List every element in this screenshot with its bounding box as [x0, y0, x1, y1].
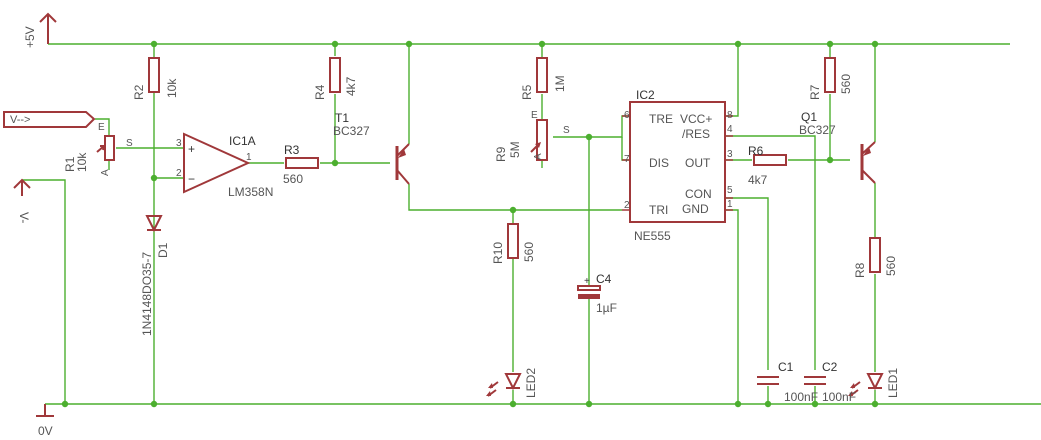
led2-led: LED2: [486, 368, 538, 398]
r6-value: 4k7: [748, 173, 768, 187]
ic1a-value: LM358N: [228, 185, 273, 199]
r1-trimmer: E S A R1 10k: [63, 122, 133, 176]
ic2-pin-gnd: GND: [682, 202, 709, 216]
ic2-pin-dis: DIS: [649, 156, 669, 170]
r10-resistor: R10 560: [491, 223, 536, 264]
c2-capacitor: C2 100nF: [804, 360, 856, 404]
led1-ref: LED1: [886, 368, 900, 398]
ic2-num-tri: 2: [624, 200, 630, 211]
c2-value: 100nF: [822, 390, 856, 404]
c1-value: 100nF: [784, 390, 818, 404]
ic1a-plus: +: [188, 142, 195, 156]
ic2-pin-vcc: VCC+: [680, 112, 712, 126]
ic2-ne555: IC2 NE555 TRE DIS TRI VCC+ /RES OUT CON …: [622, 88, 733, 243]
ground-symbol: 0V: [36, 404, 54, 438]
ic2-num-res: 4: [727, 124, 733, 135]
led2-ref: LED2: [524, 368, 538, 398]
ground-label: 0V: [38, 424, 53, 438]
ic1a-pin1: 1: [246, 152, 252, 163]
input-signal-tag: V-->: [3, 111, 96, 128]
c4-value: 1µF: [596, 301, 617, 315]
ic2-num-tre: 6: [624, 110, 630, 121]
r9-ref: R9: [494, 146, 508, 162]
ic1a-opamp: + − 3 2 1 IC1A LM358N: [176, 132, 273, 199]
r1-pin-e: E: [98, 122, 105, 133]
r3-resistor: R3 560: [283, 143, 319, 186]
q1-transistor: Q1 BC327: [799, 110, 876, 184]
t1-transistor: T1 BC327: [333, 111, 410, 185]
led1-led: LED1: [848, 368, 900, 398]
q1-ref: Q1: [801, 110, 817, 124]
t1-value: BC327: [333, 124, 370, 138]
r4-value: 4k7: [344, 76, 358, 96]
t1-ref: T1: [335, 111, 349, 125]
ic1a-pin2: 2: [176, 168, 182, 179]
vcc-label: +5V: [23, 26, 37, 48]
ic2-ref: IC2: [636, 88, 655, 102]
ic2-num-out: 3: [727, 149, 733, 160]
r5-ref: R5: [520, 84, 534, 100]
r7-value: 560: [839, 74, 853, 94]
ic2-num-vcc: 8: [727, 110, 733, 121]
r10-ref: R10: [491, 242, 505, 264]
r2-value: 10k: [165, 78, 179, 98]
ic2-pin-tre: TRE: [649, 112, 673, 126]
r8-ref: R8: [853, 262, 867, 278]
r9-pin-s: S: [563, 125, 570, 136]
r3-ref: R3: [284, 143, 300, 157]
vneg-label: V-: [17, 212, 31, 223]
vcc-symbol: +5V: [23, 12, 57, 48]
ic2-pin-out: OUT: [685, 156, 711, 170]
r3-value: 560: [283, 172, 303, 186]
input-signal-label: V-->: [10, 114, 30, 126]
ic1a-pin3: 3: [176, 138, 182, 149]
r4-resistor: R4 4k7: [313, 57, 358, 100]
r10-value: 560: [522, 242, 536, 262]
r6-resistor: R6 4k7: [748, 144, 787, 187]
d1-ref: D1: [156, 242, 170, 258]
r8-value: 560: [884, 256, 898, 276]
r2-ref: R2: [132, 84, 146, 100]
r8-resistor: R8 560: [853, 237, 898, 278]
r9-value: 5M: [508, 141, 522, 158]
r9-trimmer: E S A R9 5M: [494, 110, 570, 162]
r5-value: 1M: [553, 75, 567, 92]
c4-plus: +: [584, 276, 590, 287]
r2-resistor: R2 10k: [132, 57, 179, 100]
ic2-pin-con: CON: [685, 187, 712, 201]
r5-resistor: R5 1M: [520, 57, 567, 100]
r1-ref: R1: [63, 156, 77, 172]
r9-pin-e: E: [531, 110, 538, 121]
ic2-value: NE555: [634, 229, 671, 243]
vneg-symbol: V-: [13, 178, 31, 223]
c4-ref: C4: [596, 272, 612, 286]
junctions: [61, 40, 879, 408]
ic2-num-dis: 7: [624, 154, 630, 165]
d1-value: 1N4148DO35-7: [140, 252, 154, 336]
r1-pin-s: S: [126, 138, 133, 149]
ic1a-ref: IC1A: [229, 134, 256, 148]
q1-value: BC327: [799, 123, 836, 137]
ic2-num-gnd: 1: [727, 199, 733, 210]
r7-resistor: R7 560: [808, 57, 853, 100]
c4-capacitor: + C4 1µF: [577, 272, 617, 315]
r7-ref: R7: [808, 84, 822, 100]
r1-value: 10k: [75, 152, 89, 172]
r6-ref: R6: [748, 144, 764, 158]
ic2-pin-tri: TRI: [649, 203, 668, 217]
r9-pin-a: A: [533, 153, 544, 160]
c1-ref: C1: [778, 360, 794, 374]
ic1a-minus: −: [188, 172, 195, 186]
c1-capacitor: C1 100nF: [757, 360, 818, 404]
ic2-pin-res: /RES: [682, 127, 710, 141]
r1-pin-a: A: [100, 169, 111, 176]
d1-diode: 1N4148DO35-7 D1: [140, 215, 170, 336]
c2-ref: C2: [822, 360, 838, 374]
r4-ref: R4: [313, 84, 327, 100]
ic2-num-con: 5: [727, 185, 733, 196]
